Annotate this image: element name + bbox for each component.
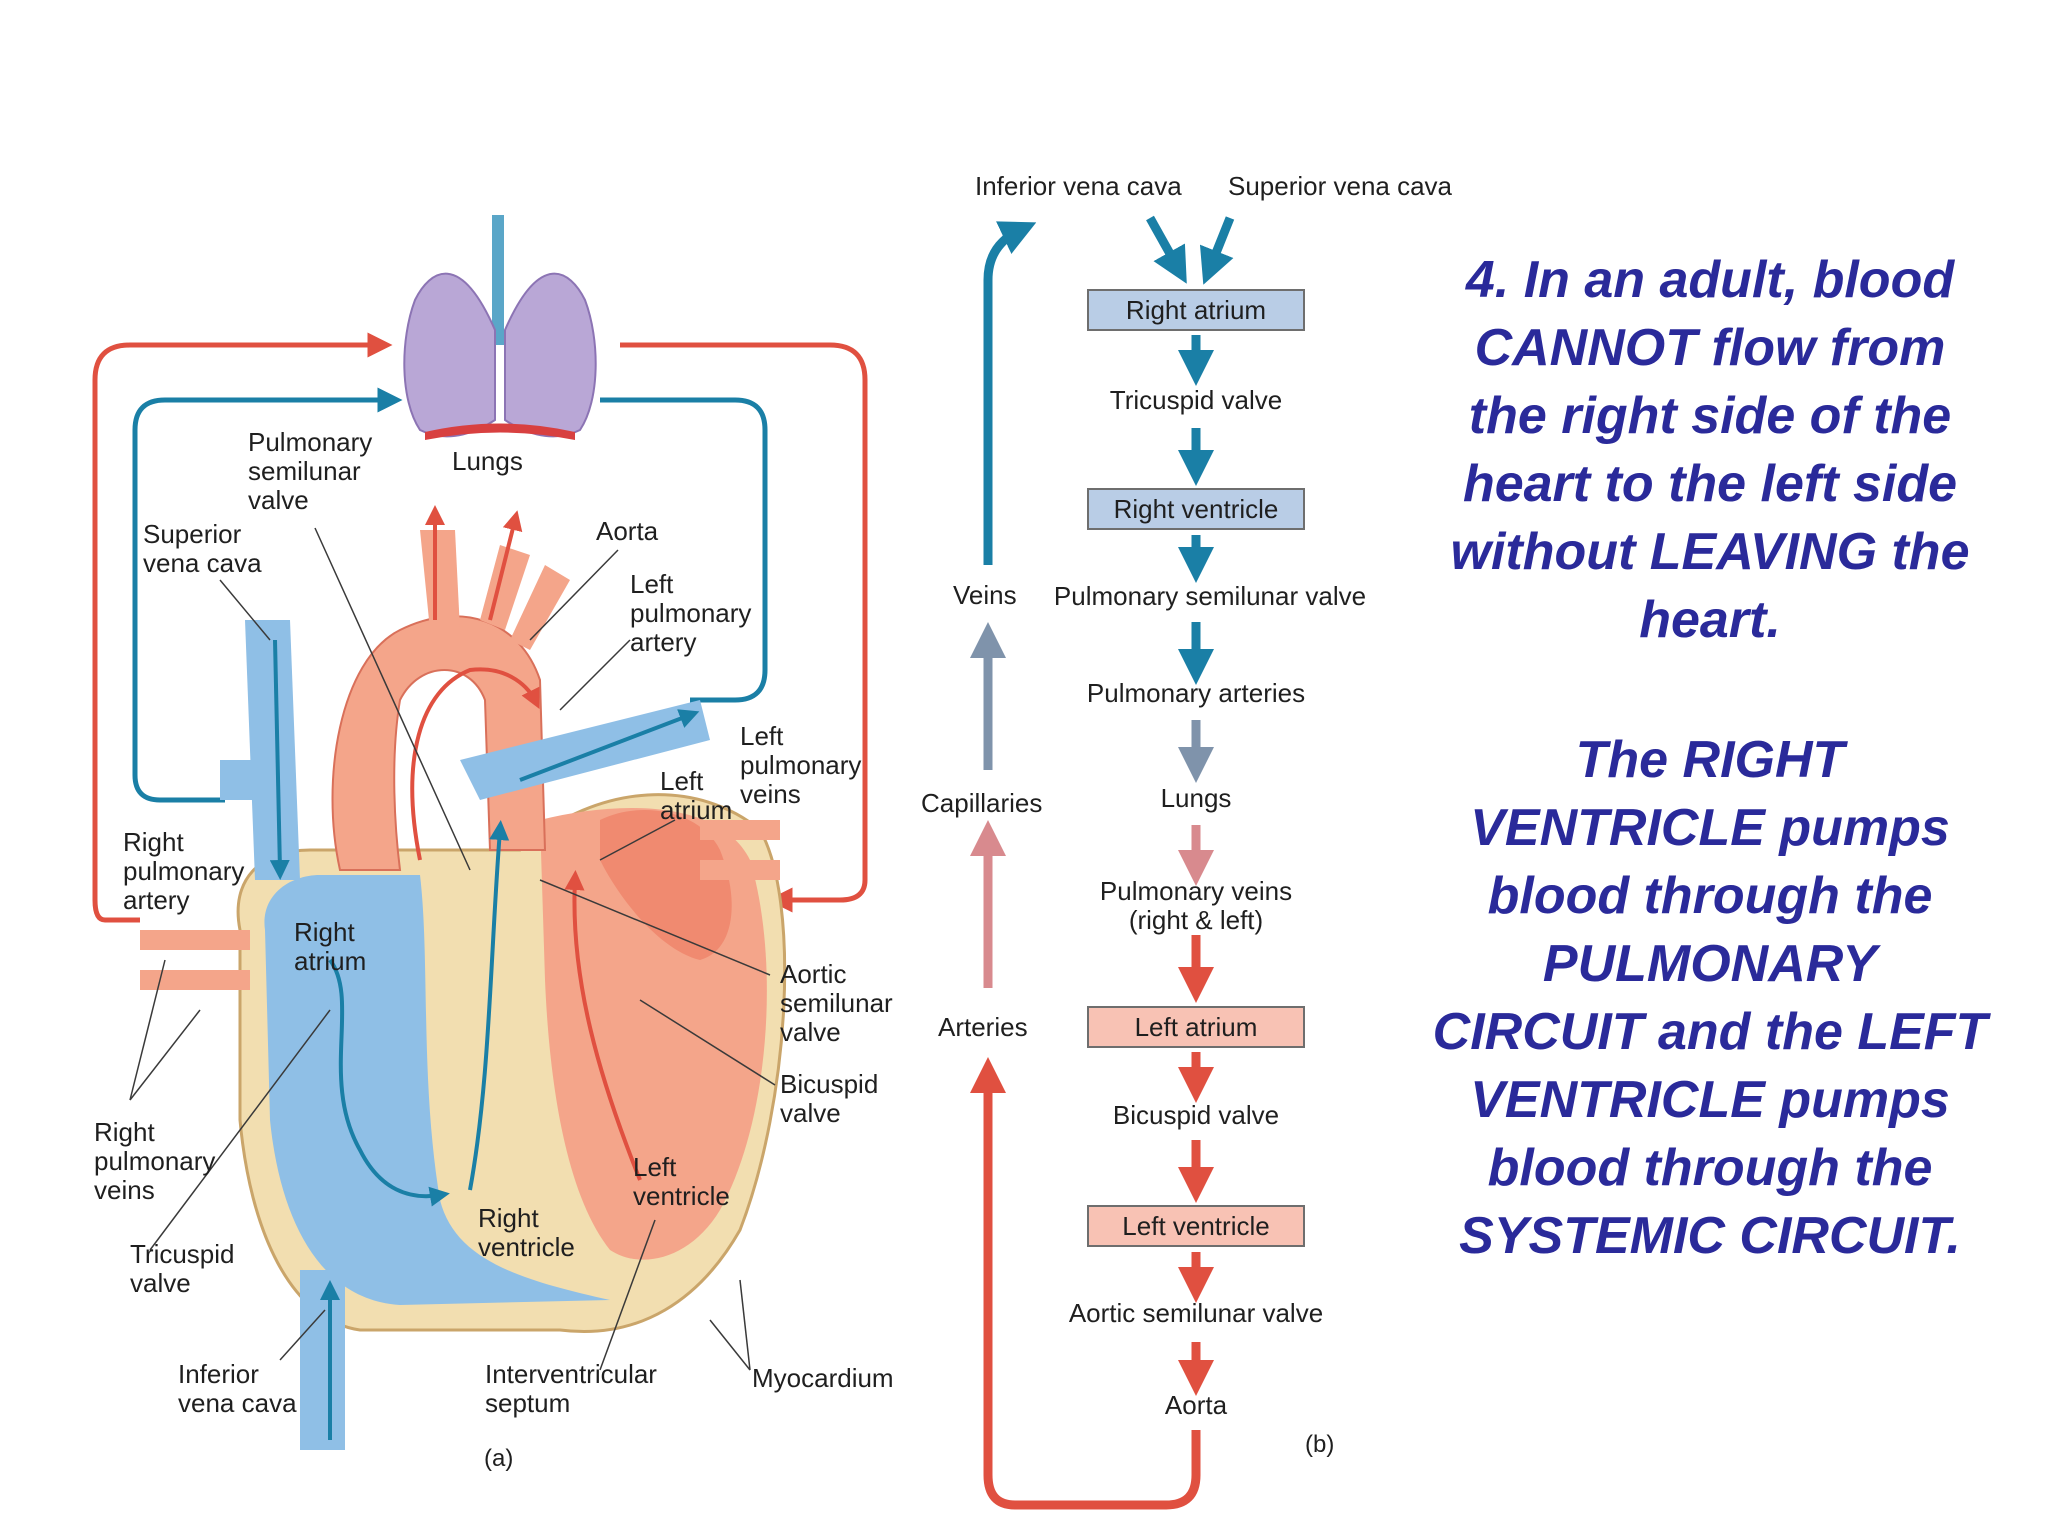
label-aortic-semilunar-valve: Aortic semilunar valve [780,959,893,1047]
label-tricuspid-valve: Tricuspid valve [130,1239,235,1298]
label-interventricular-septum: Interventricular septum [485,1359,657,1418]
label-right-atrium: Right atrium [294,917,367,976]
label-right-pulmonary-artery: Right pulmonary artery [123,827,245,915]
flow-pulmonary-semilunar-valve: Pulmonary semilunar valve [1053,581,1367,611]
caption-point: 4. In an adult, blood CANNOT flow from t… [1450,251,1970,649]
flow-bicuspid-valve: Bicuspid valve [1112,1100,1280,1130]
flow-pulmonary-arteries: Pulmonary arteries [1086,678,1306,708]
flow-side-veins: Veins [953,580,1017,610]
label-bicuspid-valve: Bicuspid valve [780,1069,879,1128]
label-left-ventricle: Left ventricle [633,1152,730,1211]
flow-top-inferior-vena-cava: Inferior vena cava [975,171,1182,201]
label-left-atrium: Left atrium [660,766,733,825]
label-superior-vena-cava: Superior vena cava [143,519,262,578]
flow-side-arteries: Arteries [938,1012,1028,1042]
panel-label-a: (a) [484,1445,514,1472]
pulmonary-loop-red-right [620,342,868,913]
flow-lungs: Lungs [1160,783,1232,813]
flow-aorta: Aorta [1164,1390,1228,1420]
heart-diagram [92,215,868,1450]
flow-side-capillaries: Capillaries [921,788,1043,818]
label-lungs: Lungs [452,446,523,476]
label-aorta: Aorta [596,516,659,546]
flow-box-left-atrium: Left atrium [1087,1006,1305,1048]
flow-box-left-ventricle: Left ventricle [1087,1205,1305,1247]
label-right-pulmonary-veins: Right pulmonary veins [94,1117,216,1205]
heart-icon [140,530,787,1450]
pulmonary-loop-blue [132,387,403,803]
pulmonary-loop-blue-right [600,397,768,703]
flow-pulmonary-veins: Pulmonary veins (right & left) [1099,876,1293,935]
flow-top-superior-vena-cava: Superior vena cava [1228,171,1453,201]
lungs-icon [403,215,597,440]
label-left-pulmonary-artery: Left pulmonary artery [630,569,752,657]
flow-box-right-ventricle: Right ventricle [1087,488,1305,530]
flow-diagram [970,215,1235,1510]
flow-aortic-semilunar-valve: Aortic semilunar valve [1068,1298,1324,1328]
label-right-ventricle: Right ventricle [478,1203,575,1262]
pulmonary-loop-red [92,332,393,923]
label-left-pulmonary-veins: Left pulmonary veins [740,721,862,809]
flow-tricuspid-valve: Tricuspid valve [1109,385,1283,415]
caption-explanation: The RIGHT VENTRICLE pumps blood through … [1432,731,1988,1265]
flow-box-right-atrium: Right atrium [1087,289,1305,331]
label-myocardium: Myocardium [752,1363,894,1393]
label-pulmonary-semilunar-valve: Pulmonary semilunar valve [248,427,373,515]
label-inferior-vena-cava: Inferior vena cava [178,1359,297,1418]
panel-label-b: (b) [1305,1431,1335,1458]
